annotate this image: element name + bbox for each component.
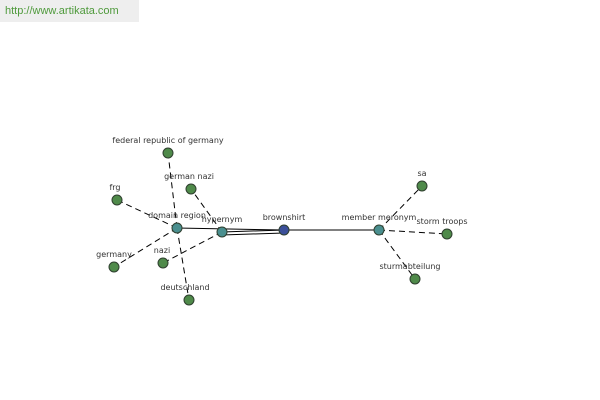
- node-label-germany[interactable]: germany: [96, 250, 132, 259]
- relation-node-member-meronym[interactable]: [373, 224, 385, 236]
- graph-labels: german nazi nazi federal republic of germa…: [96, 136, 467, 292]
- leaf-node-nazi[interactable]: [157, 257, 169, 269]
- node-label-deutschland[interactable]: deutschland: [160, 283, 209, 292]
- center-node-brownshirt[interactable]: [278, 224, 290, 236]
- edge-brownshirt-hypernym-secondary: [221, 232, 285, 236]
- node-label-sa[interactable]: sa: [417, 169, 426, 178]
- graph-nodes: [108, 147, 453, 306]
- leaf-node-deutschland[interactable]: [183, 294, 195, 306]
- node-label-sturmabteilung[interactable]: sturmabteilung: [379, 262, 440, 271]
- leaf-node-germany[interactable]: [108, 261, 120, 273]
- leaf-node-sa[interactable]: [416, 180, 428, 192]
- node-label-brownshirt[interactable]: brownshirt: [263, 213, 306, 222]
- relation-node-domain-region[interactable]: [171, 222, 183, 234]
- edge-domain-region-frg: [116, 199, 178, 229]
- edge-domain-region-deutschland: [176, 227, 190, 301]
- leaf-node-federal-republic-of-germany[interactable]: [162, 147, 174, 159]
- edge-member-meronym-sa: [378, 185, 423, 231]
- node-label-member-meronym[interactable]: member meronym: [342, 213, 417, 222]
- graph-edges: [113, 152, 448, 301]
- node-label-federal-republic-of-germany[interactable]: federal republic of germany: [112, 136, 224, 145]
- leaf-node-german-nazi[interactable]: [185, 183, 197, 195]
- leaf-node-storm-troops[interactable]: [441, 228, 453, 240]
- node-label-domain-region[interactable]: domain region: [148, 211, 206, 220]
- leaf-node-sturmabteilung[interactable]: [409, 273, 421, 285]
- edge-domain-region-germany: [113, 227, 178, 268]
- edge-member-meronym-storm-troops: [378, 229, 448, 235]
- edge-domain-region-federal-republic-of-germany: [167, 152, 178, 229]
- relation-node-hypernym[interactable]: [216, 226, 228, 238]
- leaf-node-frg[interactable]: [111, 194, 123, 206]
- edge-brownshirt-hypernym: [221, 229, 285, 233]
- edge-brownshirt-domain-region: [176, 227, 285, 231]
- node-label-nazi[interactable]: nazi: [154, 246, 170, 255]
- node-label-hypernym[interactable]: hypernym: [202, 215, 243, 224]
- edge-member-meronym-sturmabteilung: [378, 229, 416, 280]
- node-label-storm-troops[interactable]: storm troops: [417, 217, 468, 226]
- edge-hypernym-german-nazi: [190, 188, 223, 233]
- site-url-link[interactable]: http://www.artikata.com: [0, 0, 139, 22]
- edge-hypernym-nazi: [162, 231, 223, 264]
- node-label-german-nazi[interactable]: german nazi: [164, 172, 214, 181]
- node-label-frg[interactable]: frg: [109, 183, 120, 192]
